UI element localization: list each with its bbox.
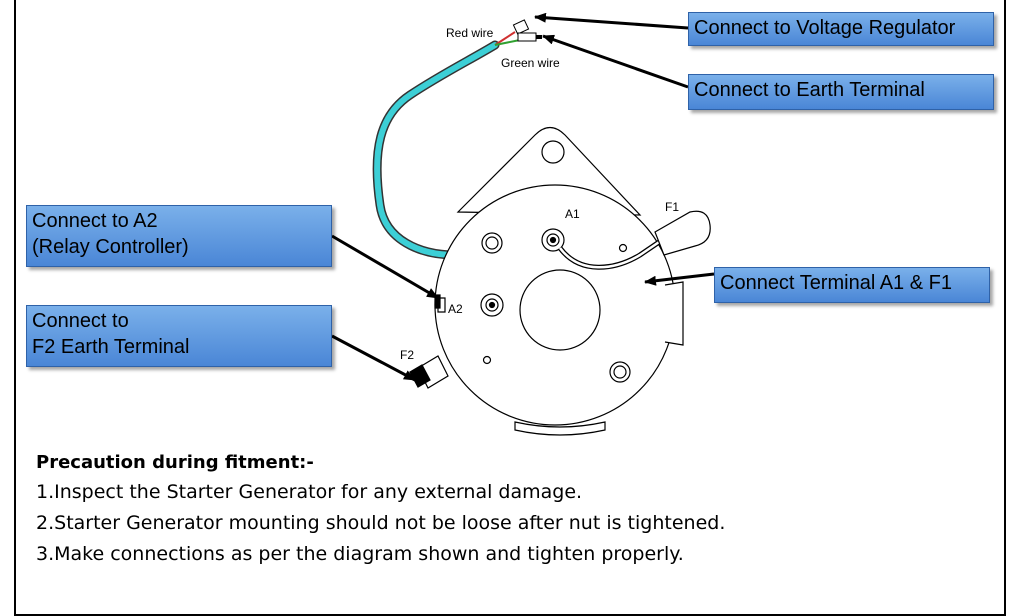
callout-f2-line2: F2 Earth Terminal <box>32 336 190 358</box>
starter-generator-diagram <box>331 12 715 436</box>
precaution-step-1: 1.Inspect the Starter Generator for any … <box>36 481 583 503</box>
arrow-terminal-a1-f1 <box>644 272 715 286</box>
wire-harness <box>372 31 521 260</box>
f2-label: F2 <box>400 348 415 362</box>
callout-f2-line1: Connect to <box>32 310 129 332</box>
a2-label: A2 <box>448 302 463 316</box>
arrow-f2 <box>331 334 416 382</box>
red-wire-connector <box>512 19 530 35</box>
arrow-a2 <box>331 234 439 300</box>
callout-terminal-a1-f1-text: Connect Terminal A1 & F1 <box>720 272 952 294</box>
callout-voltage-regulator: Connect to Voltage Regulator <box>688 12 994 46</box>
right-flange <box>664 281 684 346</box>
callout-voltage-regulator-text: Connect to Voltage Regulator <box>694 17 956 39</box>
small-hole-left <box>482 355 492 365</box>
a1-label: A1 <box>565 207 580 221</box>
callout-earth-terminal-text: Connect to Earth Terminal <box>694 79 925 101</box>
mounting-hole <box>541 140 565 164</box>
arrow-earth-terminal <box>542 34 689 89</box>
precautions-heading: Precaution during fitment:- <box>36 452 314 473</box>
callout-terminal-a1-f1: Connect Terminal A1 & F1 <box>714 267 990 303</box>
starter-generator <box>409 126 711 436</box>
red-wire-label: Red wire <box>446 26 494 40</box>
precautions-section: Precaution during fitment:- 1.Inspect th… <box>36 452 936 570</box>
green-wire-label: Green wire <box>501 56 560 70</box>
pointer-arrows <box>331 12 715 382</box>
precaution-step-2: 2.Starter Generator mounting should not … <box>36 512 726 534</box>
green-wire-connector <box>517 32 542 42</box>
arrow-voltage-regulator <box>534 12 689 30</box>
callout-a2-line1: Connect to A2 <box>32 210 158 232</box>
f1-label: F1 <box>665 200 680 214</box>
lower-lip <box>514 421 606 436</box>
callout-earth-terminal: Connect to Earth Terminal <box>688 74 994 110</box>
callout-a2-relay: Connect to A2 (Relay Controller) <box>26 205 332 267</box>
small-hole-right <box>618 243 628 253</box>
callout-a2-line2: (Relay Controller) <box>32 236 189 258</box>
f1-terminal-boot <box>654 210 711 256</box>
center-bore <box>519 269 601 351</box>
precaution-step-3: 3.Make connections as per the diagram sh… <box>36 543 684 565</box>
callout-f2-earth: Connect to F2 Earth Terminal <box>26 305 332 367</box>
